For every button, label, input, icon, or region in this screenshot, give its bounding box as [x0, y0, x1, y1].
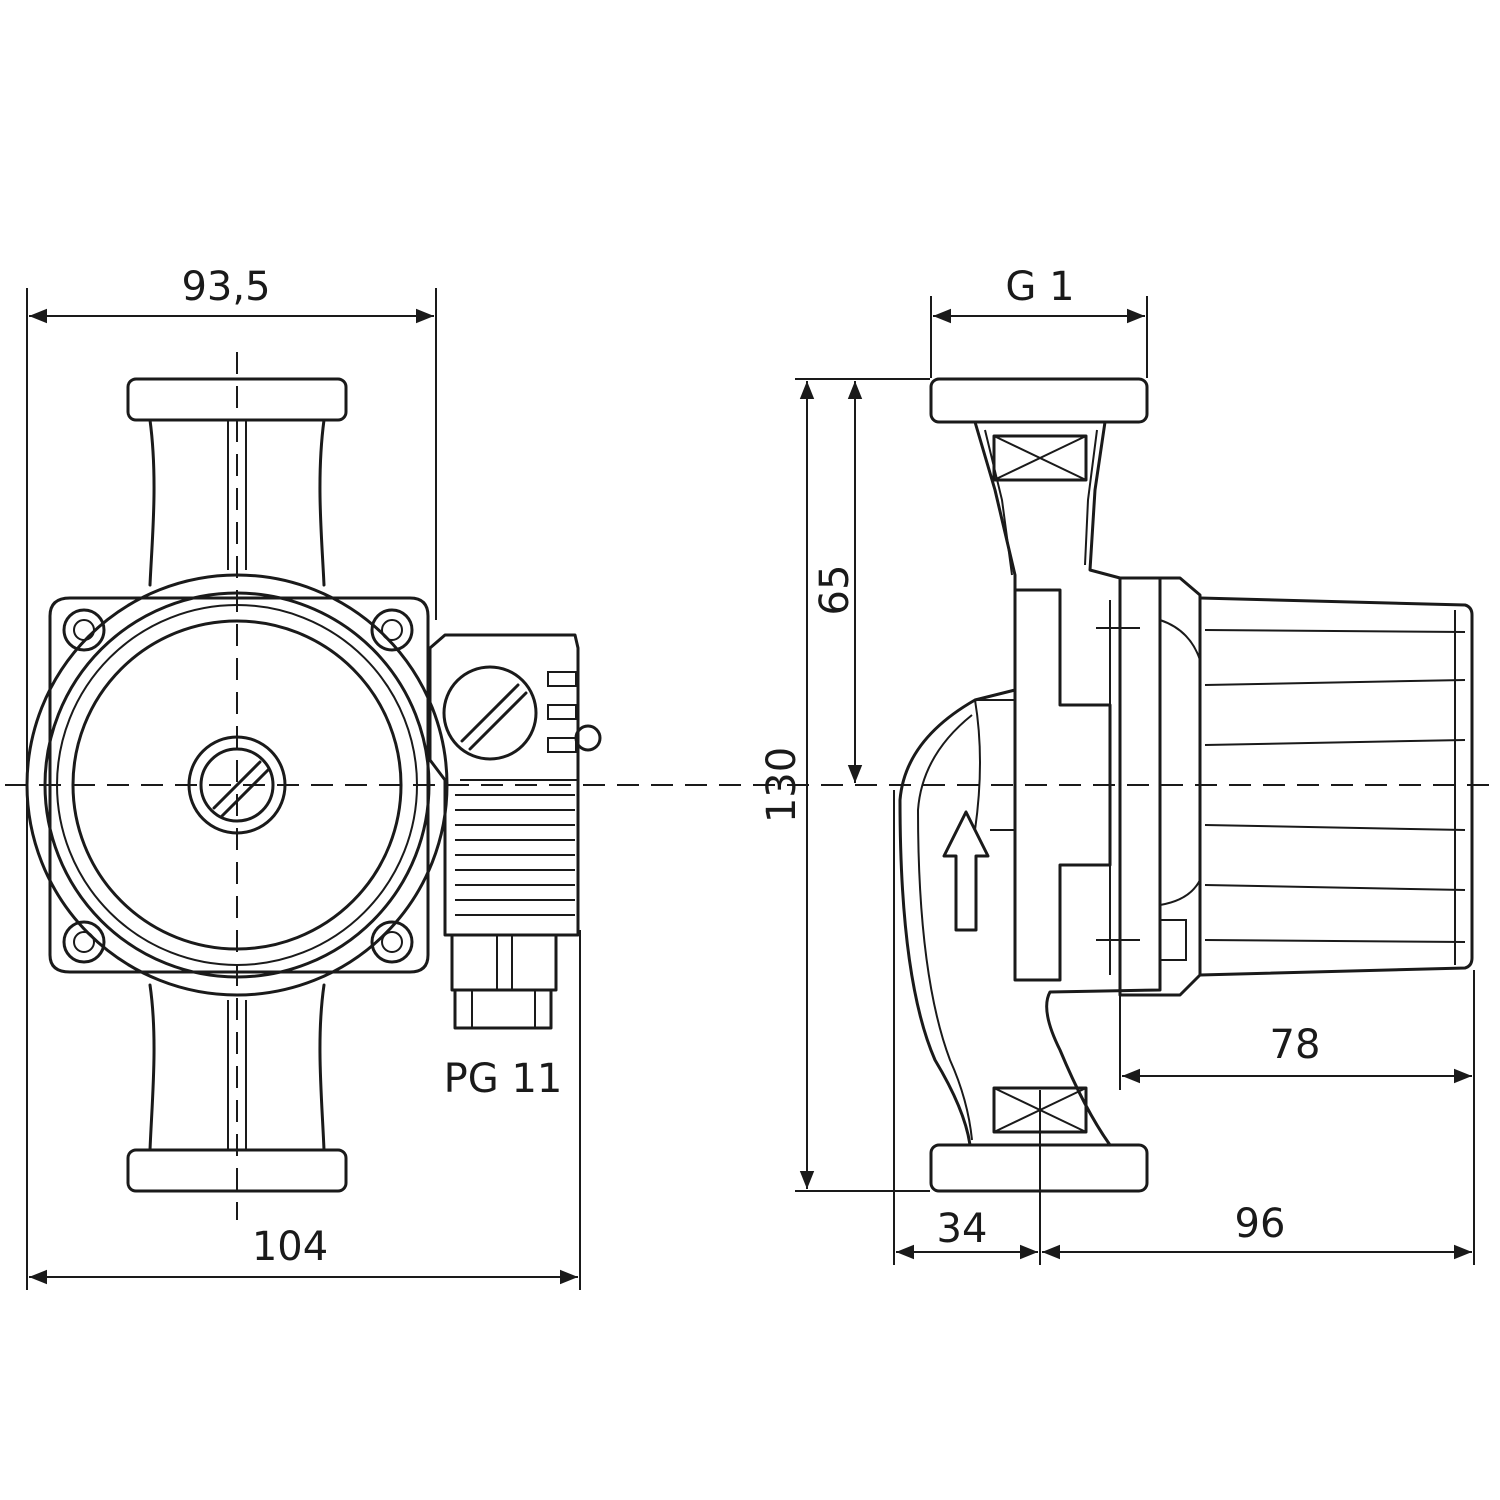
front-housing [48, 596, 430, 974]
dimension-depth: 96 [1042, 1201, 1472, 1260]
dimension-label-93-5: 93,5 [181, 264, 270, 310]
cable-gland-label: PG 11 [444, 1056, 563, 1102]
corner-screw-bottom-right [370, 920, 414, 964]
flow-direction-arrow-icon [942, 810, 990, 932]
corner-screw-top-left [62, 608, 106, 652]
front-view: PG 11 93,5 104 [5, 264, 1495, 1290]
dimension-inlet-offset: 34 [893, 790, 1038, 1265]
front-top-flange [126, 377, 348, 587]
dimension-label-34: 34 [937, 1206, 988, 1252]
dimension-overall-height: 130 [759, 378, 930, 1192]
corner-screw-top-right [370, 608, 414, 652]
dimension-label-g1: G 1 [1005, 264, 1074, 310]
dimension-motor-length: 78 [1119, 970, 1475, 1265]
terminal-box [428, 633, 602, 937]
dimension-label-130: 130 [759, 747, 805, 823]
dimension-thread: G 1 [930, 264, 1148, 378]
front-bottom-flange [126, 983, 348, 1193]
dimension-label-78: 78 [1270, 1022, 1321, 1068]
vent-screw-icon [187, 735, 287, 835]
corner-screw-bottom-left [62, 920, 106, 964]
side-view: G 1 130 65 78 34 96 [759, 264, 1475, 1265]
front-motor-face [71, 619, 403, 951]
speed-selector-knob-icon [442, 665, 538, 761]
side-top-flange [929, 377, 1149, 482]
front-body-ring [43, 591, 431, 979]
motor-can [1198, 596, 1474, 977]
dimension-label-96: 96 [1235, 1201, 1286, 1247]
cable-gland [450, 933, 558, 1030]
dimension-half-height: 65 [812, 381, 863, 783]
dimension-top-width: 93,5 [26, 264, 437, 1290]
dimension-label-104: 104 [252, 1224, 328, 1270]
dimension-overall-width: 104 [29, 930, 581, 1290]
dimension-label-65: 65 [812, 565, 858, 616]
